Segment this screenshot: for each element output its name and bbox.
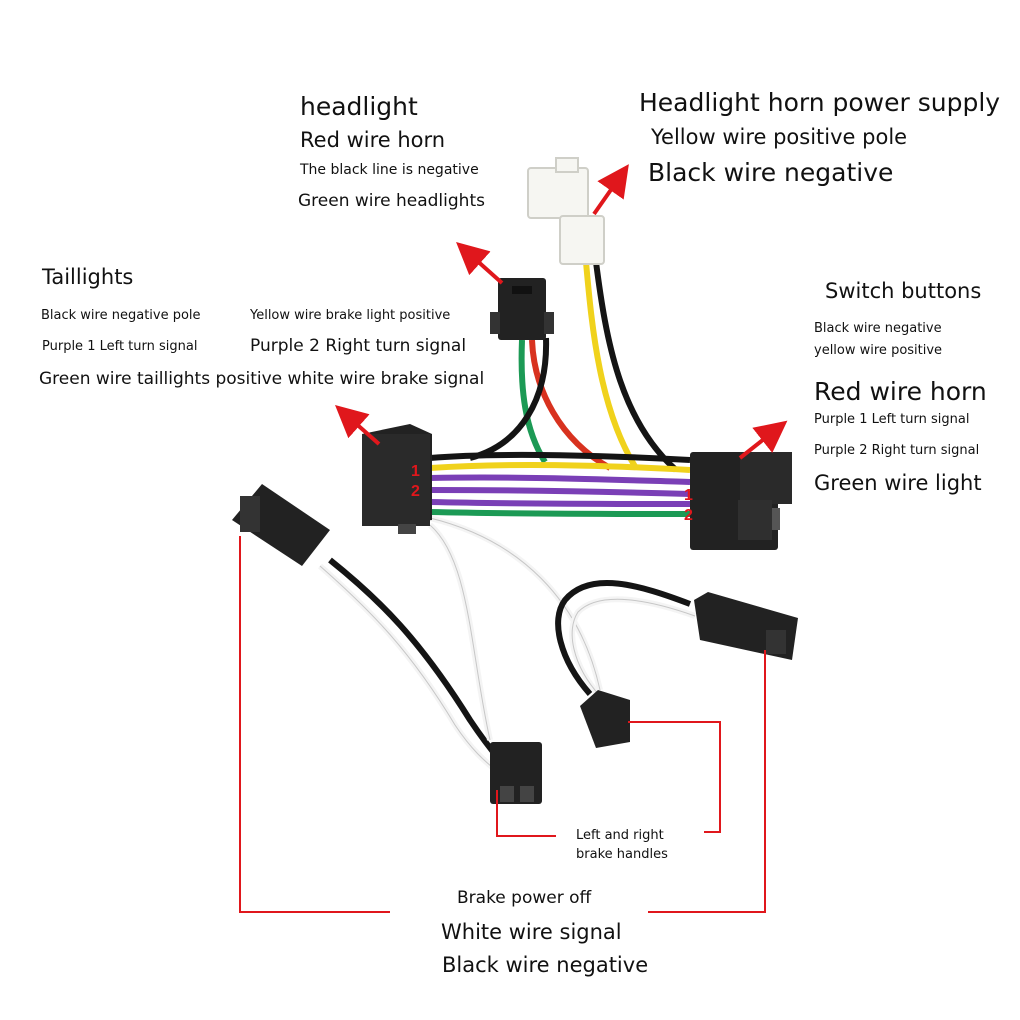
brake-connector-left — [232, 484, 330, 566]
taillights-black-wire: Black wire negative pole — [41, 308, 201, 323]
taillights-green-white: Green wire taillights positive white wir… — [39, 369, 485, 389]
brake-power-white-wire: White wire signal — [441, 920, 622, 944]
brake-handles-bracket-left — [496, 790, 556, 837]
switch-purple-1: Purple 1 Left turn signal — [814, 412, 970, 427]
bracket-lines — [239, 536, 766, 913]
brake-handles-line-2: brake handles — [576, 847, 668, 862]
switch-buttons-title: Switch buttons — [825, 279, 982, 303]
headlight-black-line: The black line is negative — [300, 162, 479, 178]
headlight-wires — [469, 337, 612, 471]
switch-connector — [690, 452, 792, 550]
pin-numbers: 1 2 1 2 — [411, 463, 693, 524]
taillights-yellow-wire: Yellow wire brake light positive — [250, 308, 451, 323]
brake-power-black-wire: Black wire negative — [442, 953, 649, 977]
taillights-purple-1: Purple 1 Left turn signal — [42, 339, 198, 354]
brake-power-title: Brake power off — [457, 888, 592, 908]
power-supply-arrow — [592, 164, 629, 216]
switch-arrow — [738, 420, 788, 460]
pin-right-2: 2 — [684, 507, 693, 524]
brake-handles-bracket-right — [628, 721, 721, 833]
power-supply-connector — [527, 157, 605, 265]
pin-right-1: 1 — [684, 487, 693, 504]
switch-red-wire: Red wire horn — [814, 377, 987, 406]
pin-left-1: 1 — [411, 463, 420, 480]
headlight-title: headlight — [300, 92, 418, 121]
brake-power-bracket-left — [239, 536, 390, 913]
brake-connector-bottom — [490, 742, 542, 804]
switch-yellow-wire: yellow wire positive — [814, 343, 943, 358]
headlight-arrow — [456, 242, 504, 285]
power-supply-black-wire: Black wire negative — [648, 158, 894, 187]
brake-wires — [318, 515, 697, 775]
headlight-connector — [490, 278, 554, 340]
brake-handles-line-1: Left and right — [576, 828, 664, 843]
headlight-red-wire: Red wire horn — [300, 128, 446, 152]
switch-black-wire: Black wire negative — [814, 321, 942, 336]
taillight-arrow — [335, 405, 381, 446]
brake-connector-middle — [580, 690, 630, 748]
taillights-purple-2: Purple 2 Right turn signal — [250, 336, 467, 356]
switch-green-wire: Green wire light — [814, 471, 982, 495]
brake-connector-right — [694, 592, 798, 660]
power-supply-title: Headlight horn power supply — [639, 88, 1001, 117]
headlight-green-wire: Green wire headlights — [298, 191, 485, 211]
power-supply-wires — [583, 261, 678, 473]
switch-purple-2: Purple 2 Right turn signal — [814, 443, 980, 458]
taillight-connector — [362, 424, 432, 534]
brake-power-bracket-right — [648, 650, 766, 913]
taillights-title: Taillights — [42, 265, 134, 289]
red-arrows — [335, 164, 788, 460]
pin-left-2: 2 — [411, 483, 420, 500]
main-harness — [429, 451, 691, 517]
power-supply-yellow-wire: Yellow wire positive pole — [651, 125, 908, 149]
